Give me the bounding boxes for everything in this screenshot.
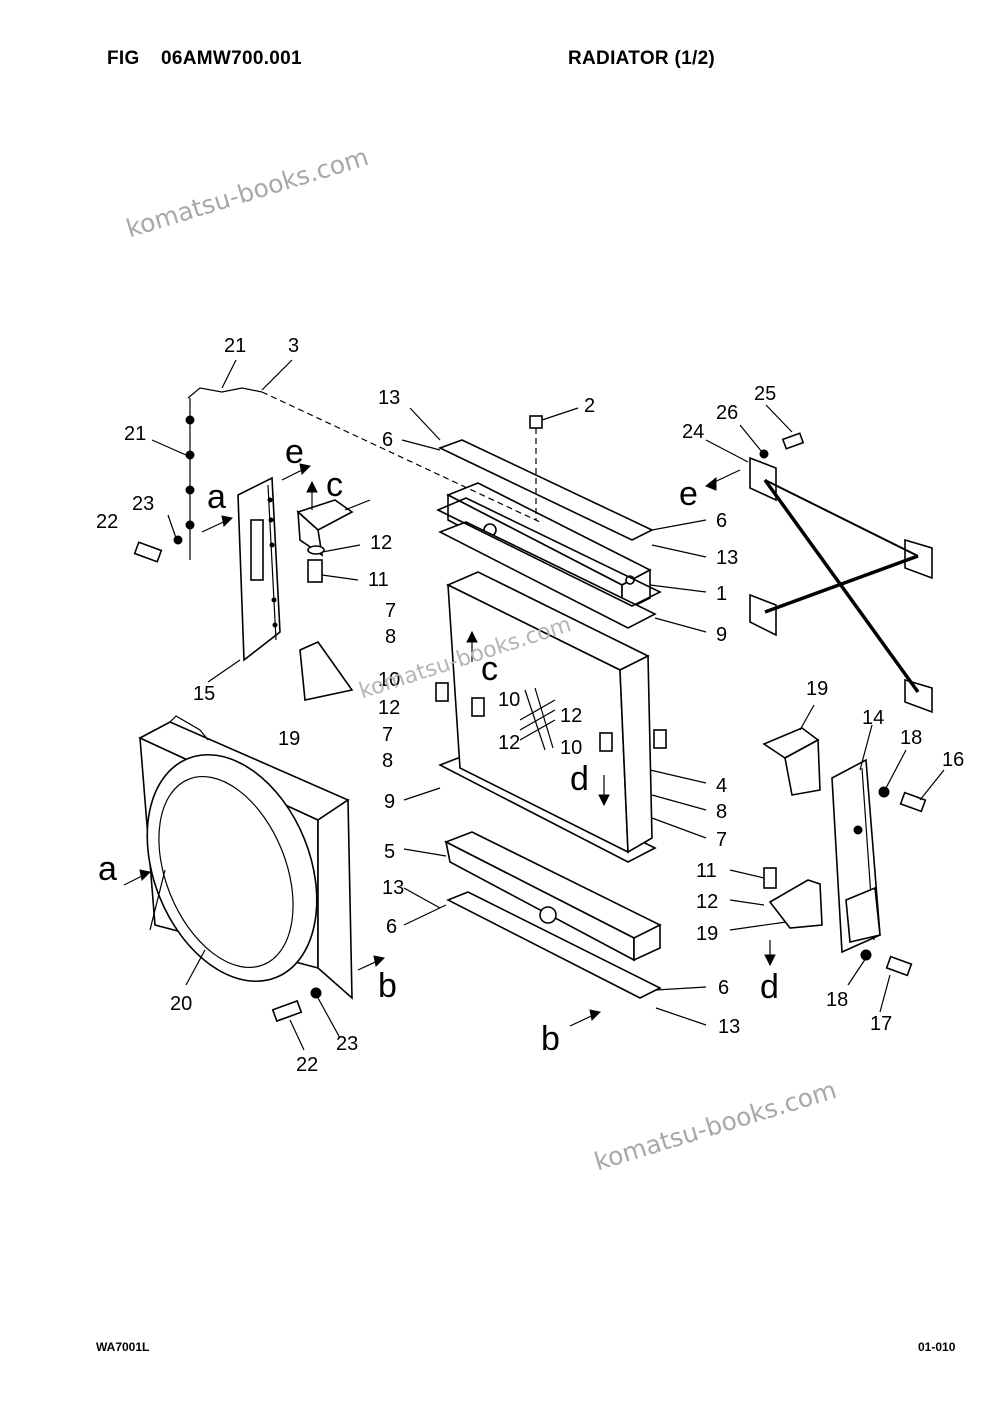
mounting-brackets bbox=[296, 499, 823, 929]
callout: 11 bbox=[696, 860, 717, 882]
lower-tank bbox=[444, 831, 662, 962]
callout: 18 bbox=[826, 989, 848, 1011]
view-letter: a bbox=[207, 478, 226, 516]
callout: 12 bbox=[378, 697, 400, 719]
view-letter: c bbox=[326, 466, 343, 504]
callout: 23 bbox=[336, 1033, 358, 1055]
callout: 10 bbox=[498, 689, 520, 711]
callout: 19 bbox=[278, 728, 300, 750]
callout: 19 bbox=[696, 923, 718, 945]
callout-labels: 21 3 21 22 23 15 19 12 11 13 6 2 1 7 8 9… bbox=[96, 335, 964, 1076]
callout: 6 bbox=[386, 916, 397, 938]
callout: 12 bbox=[560, 705, 582, 727]
callout: 7 bbox=[385, 600, 396, 622]
view-letter: b bbox=[378, 967, 397, 1005]
side-plate-right bbox=[831, 758, 881, 954]
callout: 2 bbox=[584, 395, 595, 417]
callout: 16 bbox=[942, 749, 964, 771]
callout: 3 bbox=[288, 335, 299, 357]
callout: 8 bbox=[385, 626, 396, 648]
callout: 5 bbox=[384, 841, 395, 863]
view-letter: d bbox=[570, 760, 589, 798]
leader-lines bbox=[151, 359, 945, 1051]
callout: 7 bbox=[382, 724, 393, 746]
callout: 22 bbox=[96, 511, 118, 533]
callout: 11 bbox=[368, 569, 389, 591]
drawing-number: WA7001L bbox=[96, 1340, 150, 1354]
callout: 13 bbox=[716, 547, 738, 569]
view-letter: a bbox=[98, 850, 117, 888]
callout: 1 bbox=[716, 583, 727, 605]
figure-label: FIG bbox=[107, 48, 140, 69]
callout: 24 bbox=[682, 421, 704, 443]
callout: 22 bbox=[296, 1054, 318, 1076]
callout: 7 bbox=[716, 829, 727, 851]
callout: 25 bbox=[754, 383, 776, 405]
callout: 20 bbox=[170, 993, 192, 1015]
callout: 13 bbox=[718, 1016, 740, 1038]
callout: 6 bbox=[382, 429, 393, 451]
callout: 6 bbox=[716, 510, 727, 532]
figure-code: 06AMW700.001 bbox=[161, 48, 302, 69]
callout: 10 bbox=[378, 669, 400, 691]
callout: 15 bbox=[193, 683, 215, 705]
callout: 23 bbox=[132, 493, 154, 515]
callout: 12 bbox=[498, 732, 520, 754]
view-letter: e bbox=[679, 475, 698, 513]
callout: 18 bbox=[900, 727, 922, 749]
view-letter: c bbox=[481, 650, 498, 688]
figure-title: RADIATOR (1/2) bbox=[568, 48, 716, 69]
view-arrows bbox=[123, 463, 776, 1027]
callout: 6 bbox=[718, 977, 729, 999]
callout: 21 bbox=[124, 423, 146, 445]
side-rails bbox=[437, 439, 662, 999]
callout: 12 bbox=[370, 532, 392, 554]
fan-shroud bbox=[138, 715, 353, 1000]
side-plate-left bbox=[237, 476, 281, 662]
callout: 9 bbox=[384, 791, 395, 813]
callout: 4 bbox=[716, 775, 727, 797]
view-letter: d bbox=[760, 968, 779, 1006]
view-letter: e bbox=[285, 433, 304, 471]
callout: 13 bbox=[382, 877, 404, 899]
stay-frame bbox=[749, 456, 933, 714]
callout: 9 bbox=[716, 624, 727, 646]
callout: 8 bbox=[382, 750, 393, 772]
page-number: 01-010 bbox=[918, 1340, 956, 1354]
callout: 21 bbox=[224, 335, 246, 357]
callout: 26 bbox=[716, 402, 738, 424]
view-letter: b bbox=[541, 1020, 560, 1058]
callout: 17 bbox=[870, 1013, 892, 1035]
radiator-core bbox=[446, 571, 653, 854]
callout: 12 bbox=[696, 891, 718, 913]
callout: 14 bbox=[862, 707, 884, 729]
callout: 10 bbox=[560, 737, 582, 759]
callout: 13 bbox=[378, 387, 400, 409]
view-letters: a e c a c e d b b d bbox=[98, 433, 779, 1058]
callout: 8 bbox=[716, 801, 727, 823]
callout: 19 bbox=[806, 678, 828, 700]
